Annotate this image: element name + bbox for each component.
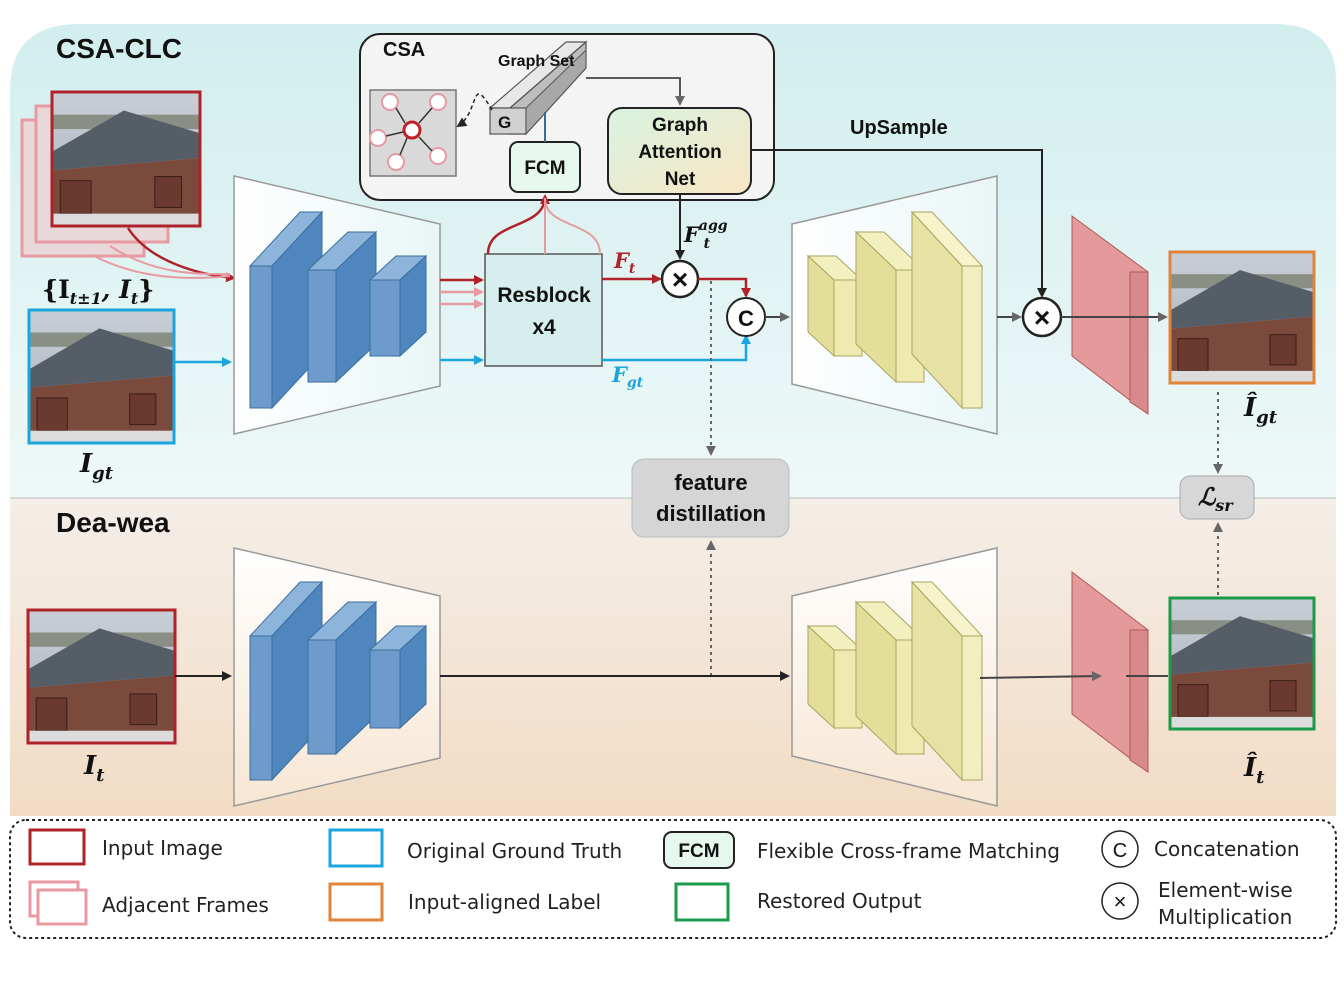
graph-set-g-label: G <box>498 113 511 132</box>
legend-restored-output: Restored Output <box>757 889 922 913</box>
gan-label-line2: Attention <box>638 142 721 163</box>
bottom-decoder <box>791 547 998 807</box>
bottom-input-image <box>26 608 177 745</box>
upsample-label: UpSample <box>850 117 948 139</box>
legend-mult-line1: Element-wise <box>1158 878 1293 902</box>
legend-fcm-swatch <box>663 831 735 869</box>
mult-node-top: × <box>660 259 700 299</box>
svg-text:C: C <box>1113 840 1127 862</box>
gan-label-line3: Net <box>665 169 696 190</box>
legend: Input Image Adjacent Frames Original Gro… <box>9 819 1337 939</box>
legend-concat-icon <box>1101 830 1139 868</box>
graph-set-label: Graph Set <box>498 53 575 70</box>
top-decoder <box>791 175 998 435</box>
adjacent-to-encoder-arrow-2 <box>91 254 231 279</box>
i-t-label: It <box>83 751 105 786</box>
legend-fcm-desc: Flexible Cross-frame Matching <box>757 839 1060 863</box>
legend-original-gt: Original Ground Truth <box>407 839 622 863</box>
upsample-arrow <box>751 149 1047 298</box>
bottom-dec-to-out-arrow <box>979 671 1102 682</box>
fcm-label: FCM <box>524 158 565 179</box>
graphset-to-gan-arrow <box>586 77 685 106</box>
legend-mult-line2: Multiplication <box>1158 905 1292 929</box>
csa-module: CSA G Graph Set FCM <box>359 33 775 201</box>
resblock-label-line1: Resblock <box>497 284 591 307</box>
csa-title: CSA <box>383 39 425 61</box>
adjacent-frames-stack <box>20 90 202 258</box>
legend-fcm-label: FCM <box>678 841 719 862</box>
dea-wea-title: Dea-wea <box>56 507 170 538</box>
ft-label: Ft <box>613 248 636 277</box>
top-encoder <box>233 175 441 435</box>
legend-gt-swatch <box>328 828 384 868</box>
svg-text:C: C <box>738 306 754 331</box>
resblock-label-line2: x4 <box>532 316 556 339</box>
legend-restored-swatch <box>674 882 730 922</box>
i-hat-t-label: Ît <box>1243 751 1265 788</box>
legend-aligned-swatch <box>328 882 384 922</box>
concat-node: C <box>726 297 766 337</box>
graph-build-arrow <box>456 93 493 128</box>
bottom-encoder <box>233 547 441 807</box>
bottom-output-layer <box>1071 570 1149 774</box>
mult-to-concat-arrow <box>698 277 751 298</box>
svg-text:×: × <box>672 264 688 295</box>
legend-input-swatch <box>28 828 86 866</box>
i-gt-label: Igt <box>79 449 114 484</box>
svg-text:×: × <box>1114 889 1127 914</box>
graph-set-cuboid: G <box>488 40 588 136</box>
gan-label-line1: Graph <box>652 115 708 136</box>
adjacent-to-encoder-arrow <box>109 245 231 276</box>
svg-text:×: × <box>1034 302 1050 333</box>
input-set-label: {It±1, It} <box>42 275 154 308</box>
fgt-label: Fgt <box>611 362 644 391</box>
resblock-box <box>484 253 603 367</box>
feature-distillation-line1: feature <box>674 470 747 495</box>
feature-distillation-box <box>631 458 790 538</box>
legend-adjacent-frames: Adjacent Frames <box>102 893 269 917</box>
legend-mult-icon <box>1101 882 1139 920</box>
legend-input-image: Input Image <box>102 836 223 860</box>
legend-concatenation: Concatenation <box>1154 837 1300 861</box>
resblock-to-fcm-red <box>486 194 550 255</box>
ground-truth-image <box>27 308 176 445</box>
i-hat-gt-label: Îgt <box>1243 391 1278 428</box>
feature-distillation-line2: distillation <box>656 501 766 526</box>
legend-input-aligned: Input-aligned Label <box>408 890 601 914</box>
resblock-to-fcm-pink2 <box>544 197 601 255</box>
restored-output-image <box>1168 596 1316 731</box>
mult-node-right: × <box>1021 296 1063 338</box>
aligned-label-image <box>1168 250 1316 385</box>
fgt-arrow <box>602 334 751 362</box>
top-output-layer <box>1071 215 1149 416</box>
graph-node-icon <box>369 89 457 177</box>
csa-clc-title: CSA-CLC <box>56 33 182 64</box>
loss-label: ℒsr <box>1198 482 1234 515</box>
loss-box <box>1179 475 1255 520</box>
